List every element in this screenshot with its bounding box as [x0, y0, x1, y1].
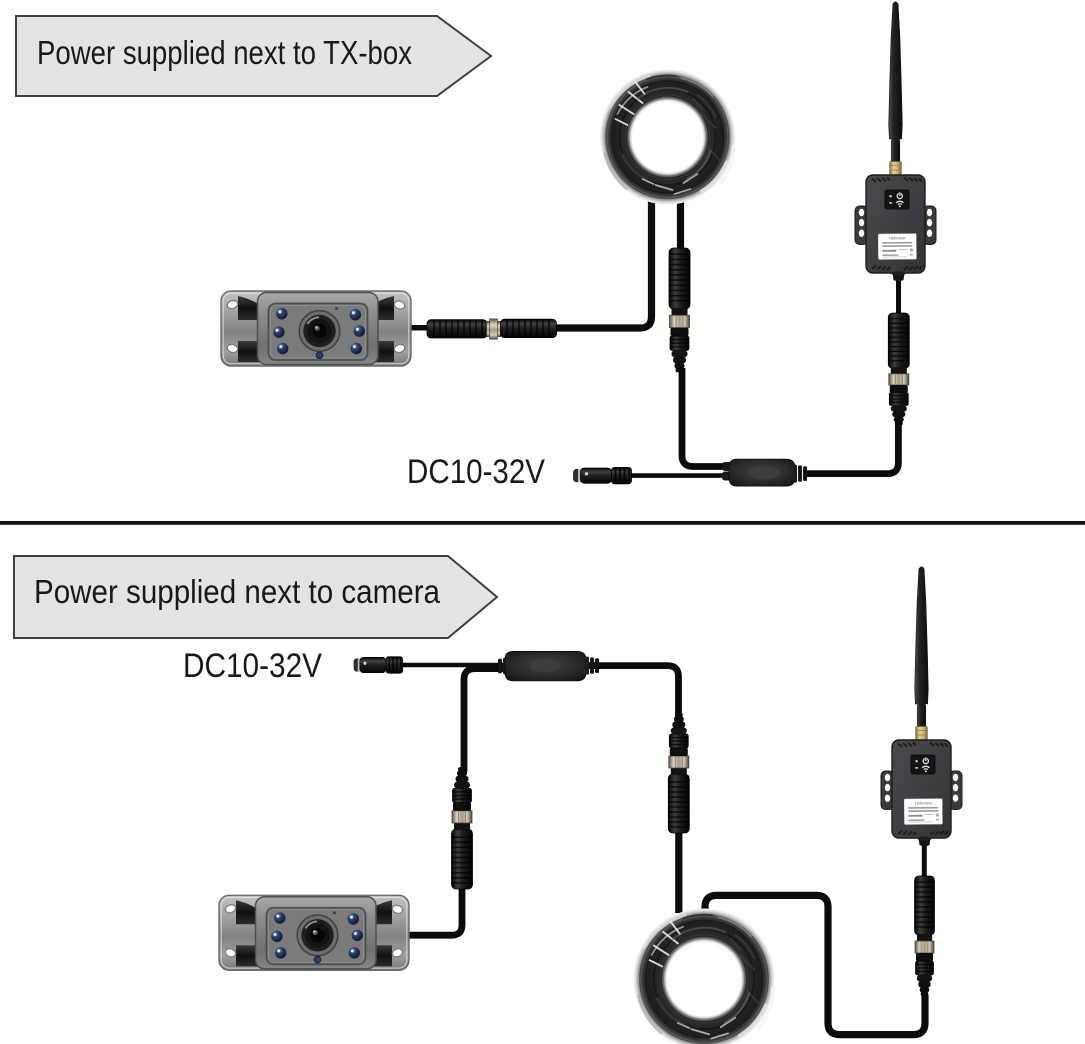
- svg-text:DC10-32V: DC10-32V: [407, 453, 545, 491]
- svg-text:Power supplied next to camera: Power supplied next to camera: [34, 574, 440, 611]
- svg-text:Power supplied next to TX-box: Power supplied next to TX-box: [37, 35, 412, 72]
- svg-text:DC10-32V: DC10-32V: [183, 647, 322, 685]
